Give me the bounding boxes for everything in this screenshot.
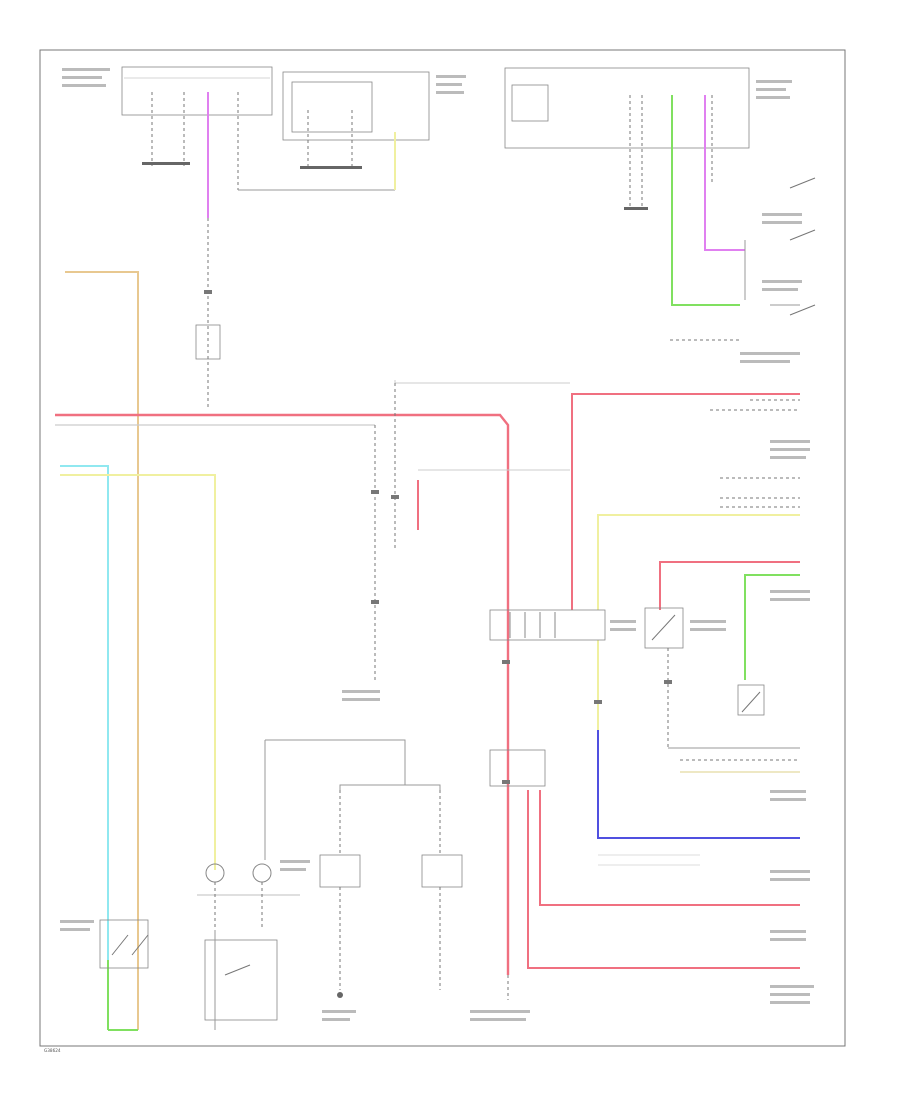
red-wire-sensor	[659, 561, 800, 610]
green-wire-sensor	[744, 574, 800, 680]
red-wire-right	[571, 393, 800, 610]
relay-module-b	[421, 854, 463, 888]
switch-lever	[224, 964, 251, 976]
connector-stubs	[204, 290, 672, 784]
front-controller-box	[121, 66, 273, 116]
relay-module-wires	[339, 790, 441, 990]
middle-connector	[489, 609, 606, 641]
fuel-pump-switch-b	[131, 934, 149, 956]
junction-pins	[629, 95, 713, 210]
center-module-inner	[291, 81, 373, 133]
bus-wire-b	[339, 784, 441, 790]
junction-block-box	[504, 67, 750, 149]
center-ground-bar	[300, 166, 362, 169]
junction-inner	[511, 84, 549, 122]
controller-ground-bar	[142, 162, 190, 165]
yellow-wire-right	[597, 514, 800, 610]
fuel-pump-switch-a	[111, 934, 129, 956]
lamp-b	[252, 863, 272, 883]
yellow-wire-left	[60, 474, 216, 870]
junction-ground-bar	[624, 207, 648, 210]
top-bus-wire	[265, 739, 406, 760]
bottom-center-module	[489, 749, 546, 787]
relay-module-a	[319, 854, 361, 888]
blue-wire	[597, 730, 800, 839]
center-module-box	[282, 71, 430, 141]
relay-contact	[651, 614, 676, 641]
pressure-sensor-box	[737, 684, 765, 716]
lower-right-signal-rows	[680, 759, 800, 773]
red-wire-lower-b	[527, 790, 800, 969]
front-controller-pins	[151, 92, 395, 191]
switch-box	[204, 939, 278, 1021]
orange-wire	[65, 271, 139, 1030]
footer-code: G38624	[44, 1048, 61, 1053]
left-connector	[195, 324, 221, 360]
cyan-wire	[60, 465, 109, 1030]
door-switches	[770, 177, 816, 316]
legend	[598, 854, 700, 866]
green-wire-top	[671, 95, 740, 306]
fuel-pump-box	[99, 919, 149, 969]
gray-wire-b	[394, 380, 570, 384]
center-module-pins	[307, 110, 353, 168]
label-marks	[60, 68, 814, 1021]
middle-connector-pins	[509, 612, 556, 638]
relay-box	[644, 607, 684, 649]
diagram-frame	[39, 49, 846, 1047]
red-wire-lower-a	[539, 790, 800, 906]
pressure-sensor-switch	[741, 691, 761, 713]
ground-node	[337, 992, 343, 998]
right-connector-rows	[710, 399, 800, 508]
red-main-wire	[55, 413, 510, 975]
magenta-wire-right	[704, 95, 745, 251]
